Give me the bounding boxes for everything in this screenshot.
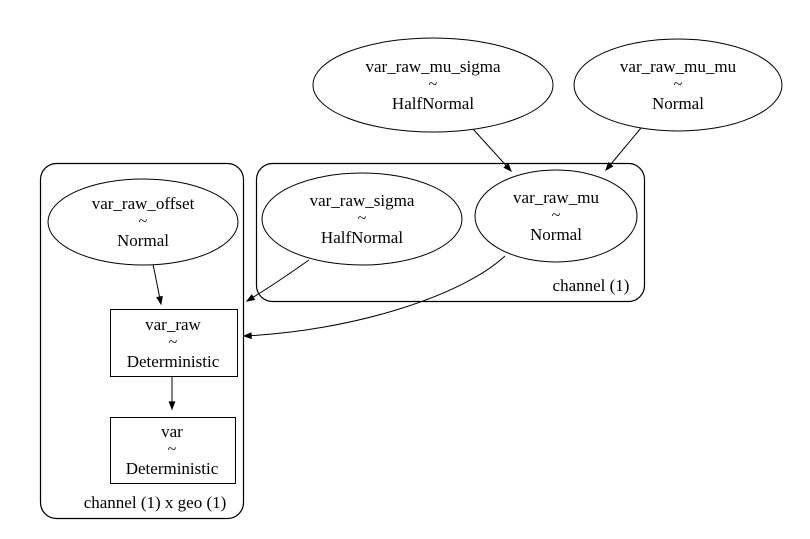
node-relation: ~ [168,334,178,351]
plate-label-channel-geo: channel (1) x geo (1) [83,493,227,512]
node-var-raw-mu-shape [474,169,638,263]
node-distribution: Normal [652,94,704,113]
node-relation: ~ [551,207,561,224]
edge-var-raw-offset-to-var-raw [152,263,163,306]
node-var-raw-mu-sigma-shape [312,37,554,133]
edge-var-raw-sigma-to-var-raw [245,259,310,302]
node-distribution: Deterministic [126,352,220,371]
node-name: var_raw_mu_sigma [365,57,501,76]
plate-label-channel: channel (1) [552,276,630,295]
plate-channel [255,162,646,303]
node-var-raw-mu-sigma-label: var_raw_mu_sigma ~ HalfNormal [365,57,500,113]
node-var-raw-mu-mu-label: var_raw_mu_mu ~ Normal [620,57,736,113]
node-name: var_raw [145,315,201,334]
node-relation: ~ [428,76,438,93]
node-var-raw-shape [110,309,238,377]
node-name: var_raw_offset [91,194,195,213]
node-relation: ~ [357,210,367,227]
node-var-raw-label: var_raw ~ Deterministic [127,315,220,371]
node-relation: ~ [673,76,683,93]
node-distribution: Normal [117,231,169,250]
node-var-raw-sigma-label: var_raw_sigma ~ HalfNormal [310,191,415,247]
node-var-shape [110,417,236,484]
node-name: var_raw_mu [513,188,599,207]
node-name: var_raw_mu_mu [619,57,737,76]
node-var-raw-mu-label: var_raw_mu ~ Normal [513,188,599,244]
edge-var-raw-mu-sigma-to-var-raw-mu [472,128,512,173]
node-distribution: Normal [530,225,582,244]
node-relation: ~ [138,213,148,230]
node-var-raw-mu-mu-shape [573,38,783,132]
node-relation: ~ [167,441,177,458]
edge-var-raw-mu-to-var-raw [242,255,506,340]
node-var-raw-offset-shape [47,178,239,266]
node-distribution: HalfNormal [320,228,404,247]
node-distribution: Deterministic [125,459,219,478]
node-distribution: HalfNormal [391,94,475,113]
node-var-raw-offset-label: var_raw_offset ~ Normal [92,194,195,250]
node-name: var [161,422,183,441]
node-name: var_raw_sigma [309,191,415,210]
plate-channel-geo [39,162,245,520]
edge-var-raw-mu-mu-to-var-raw-mu [605,127,642,172]
node-var-raw-sigma-shape [261,172,463,266]
node-var-label: var ~ Deterministic [126,422,219,478]
